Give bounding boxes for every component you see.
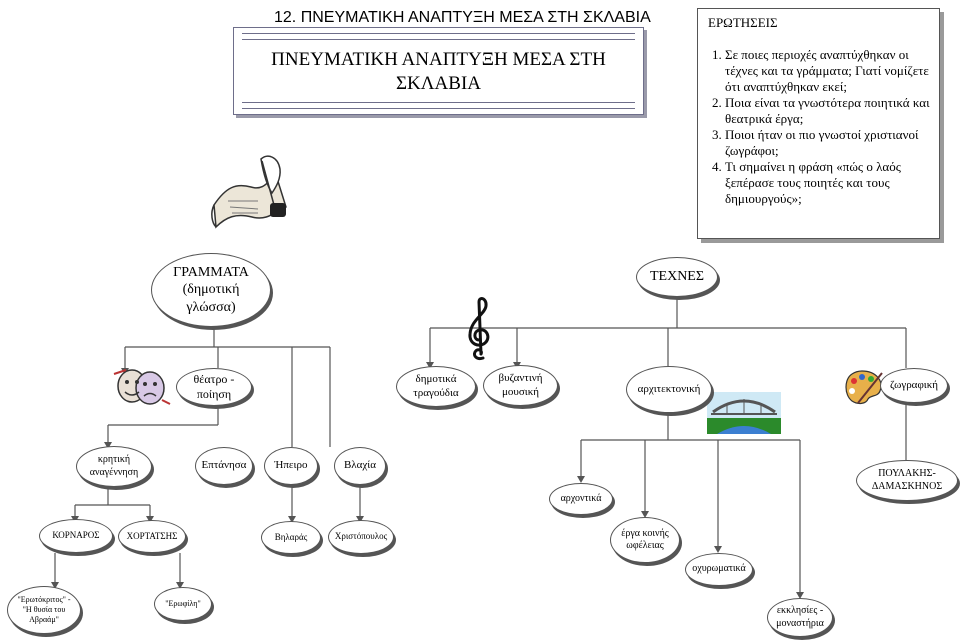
node-dimotika-tragoudia: δημοτικά τραγούδια (396, 366, 476, 407)
palette-icon (845, 370, 883, 405)
node-eptanisa: Επτάνησα (195, 447, 253, 485)
node-texnes: ΤΕΧΝΕΣ (636, 257, 718, 297)
node-erotokritos: "Ερωτόκριτος" - "Η θυσία του Αβραάμ" (7, 586, 81, 634)
node-arxitektoniki: αρχιτεκτονική (626, 366, 712, 413)
question-item: Ποιοι ήταν οι πιο γνωστοί χριστιανοί ζωγ… (725, 127, 939, 159)
node-ipeiros: Ήπειρο (264, 447, 318, 485)
node-kritiki-anagennisi: κρητική αναγέννηση (76, 446, 152, 487)
node-poulakis-damaskinos: ΠΟΥΛΑΚΗΣ-ΔΑΜΑΣΚΗΝΟΣ (856, 460, 958, 501)
bridge-icon (707, 392, 781, 434)
node-ochyromatika: οχυρωματικά (685, 553, 753, 586)
node-theatro: θέατρο - ποίηση (176, 368, 252, 406)
node-vyzantini-mousiki: βυζαντινή μουσική (483, 365, 558, 406)
scroll-quill-icon (211, 155, 287, 229)
questions-list: Σε ποιες περιοχές αναπτύχθηκαν οι τέχνες… (708, 47, 939, 207)
theatre-masks-icon (113, 369, 171, 405)
node-grammata: ΓΡΑΜΜΑΤΑ (δημοτική γλώσσα) (151, 253, 271, 327)
questions-title: ΕΡΩΤΗΣΕΙΣ (708, 15, 778, 30)
questions-box: ΕΡΩΤΗΣΕΙΣ Σε ποιες περιοχές αναπτύχθηκαν… (697, 8, 940, 239)
page-title: 12. ΠΝΕΥΜΑΤΙΚΗ ΑΝΑΠΤΥΞΗ ΜΕΣΑ ΣΤΗ ΣΚΛΑΒΙΑ (274, 9, 651, 26)
node-erofili: "Ερωφίλη" (154, 587, 212, 621)
node-arxontika: αρχοντικά (549, 483, 613, 515)
node-vlachia: Βλαχία (334, 447, 386, 485)
header-text: ΠΝΕΥΜΑΤΙΚΗ ΑΝΑΠΤΥΞΗ ΜΕΣΑ ΣΤΗ ΣΚΛΑΒΙΑ (271, 49, 606, 94)
node-christopoulos: Χριστόπουλος (328, 520, 394, 554)
node-kornaros: ΚΟΡΝΑΡΟΣ (39, 519, 113, 553)
treble-clef-icon (468, 297, 490, 360)
question-item: Ποια είναι τα γνωστότερα ποιητικά και θε… (725, 95, 939, 127)
node-ekklisies-monastiria: εκκλησίες - μοναστήρια (767, 598, 833, 637)
node-zografiki: ζωγραφική (880, 368, 948, 403)
node-chortatsis: ΧΟΡΤΑΤΣΗΣ (118, 520, 186, 553)
question-item: Τι σημαίνει η φράση «πώς ο λαός ξεπέρασε… (725, 159, 939, 207)
question-item: Σε ποιες περιοχές αναπτύχθηκαν οι τέχνες… (725, 47, 939, 95)
header-box: ΠΝΕΥΜΑΤΙΚΗ ΑΝΑΠΤΥΞΗ ΜΕΣΑ ΣΤΗ ΣΚΛΑΒΙΑ (233, 27, 644, 115)
node-vilaras: Βηλαράς (261, 521, 321, 554)
node-erga-koinis-ofeleias: έργα κοινής ωφέλειας (610, 517, 680, 563)
